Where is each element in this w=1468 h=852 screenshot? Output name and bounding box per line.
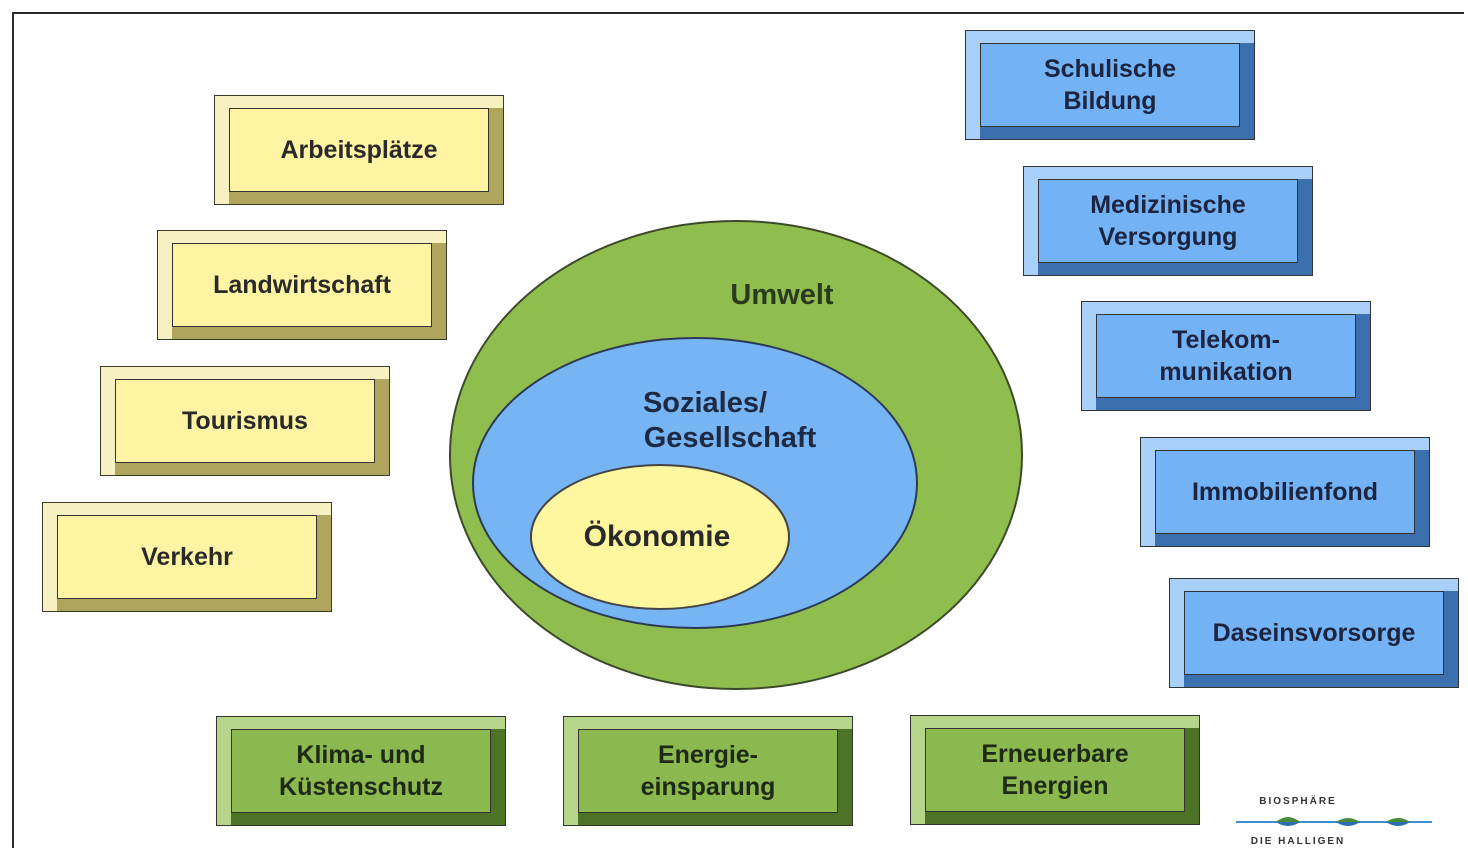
biosphaere-logo: BIOSPHÄRE DIE HALLIGEN bbox=[1236, 792, 1432, 850]
box-label: Daseinsvorsorge bbox=[1184, 591, 1444, 675]
logo-top-text: BIOSPHÄRE bbox=[1259, 796, 1337, 807]
umwelt-label: Umwelt bbox=[730, 279, 833, 311]
box-verkehr: Verkehr bbox=[42, 502, 332, 612]
box-immobilienfond: Immobilienfond bbox=[1140, 437, 1430, 547]
box-label: Verkehr bbox=[57, 515, 317, 599]
box-telekommunikation: Telekom- munikation bbox=[1081, 301, 1371, 411]
logo-waves-icon bbox=[1236, 817, 1432, 826]
sustainability-ellipses: Umwelt Soziales/ Gesellschaft Ökonomie bbox=[449, 220, 1023, 690]
box-label: Landwirtschaft bbox=[172, 243, 432, 327]
box-label: Klima- und Küstenschutz bbox=[231, 729, 491, 813]
box-erneuerbare-energien: Erneuerbare Energien bbox=[910, 715, 1200, 825]
box-daseinsvorsorge: Daseinsvorsorge bbox=[1169, 578, 1459, 688]
soziales-label-line1: Soziales/ bbox=[643, 387, 767, 419]
oekonomie-label: Ökonomie bbox=[584, 520, 731, 553]
box-label: Erneuerbare Energien bbox=[925, 728, 1185, 812]
box-klima-kuestenschutz: Klima- und Küstenschutz bbox=[216, 716, 506, 826]
box-arbeitsplaetze: Arbeitsplätze bbox=[214, 95, 504, 205]
box-label: Immobilienfond bbox=[1155, 450, 1415, 534]
box-label: Energie- einsparung bbox=[578, 729, 838, 813]
oekonomie-ellipse bbox=[530, 464, 790, 610]
box-label: Medizinische Versorgung bbox=[1038, 179, 1298, 263]
box-medizinische-versorgung: Medizinische Versorgung bbox=[1023, 166, 1313, 276]
box-label: Tourismus bbox=[115, 379, 375, 463]
diagram-frame bbox=[12, 12, 1464, 848]
box-label: Telekom- munikation bbox=[1096, 314, 1356, 398]
box-label: Schulische Bildung bbox=[980, 43, 1240, 127]
box-energieeinsparung: Energie- einsparung bbox=[563, 716, 853, 826]
box-landwirtschaft: Landwirtschaft bbox=[157, 230, 447, 340]
box-schulische-bildung: Schulische Bildung bbox=[965, 30, 1255, 140]
logo-bottom-text: DIE HALLIGEN bbox=[1250, 836, 1346, 847]
box-tourismus: Tourismus bbox=[100, 366, 390, 476]
box-label: Arbeitsplätze bbox=[229, 108, 489, 192]
soziales-label-line2: Gesellschaft bbox=[644, 422, 817, 454]
